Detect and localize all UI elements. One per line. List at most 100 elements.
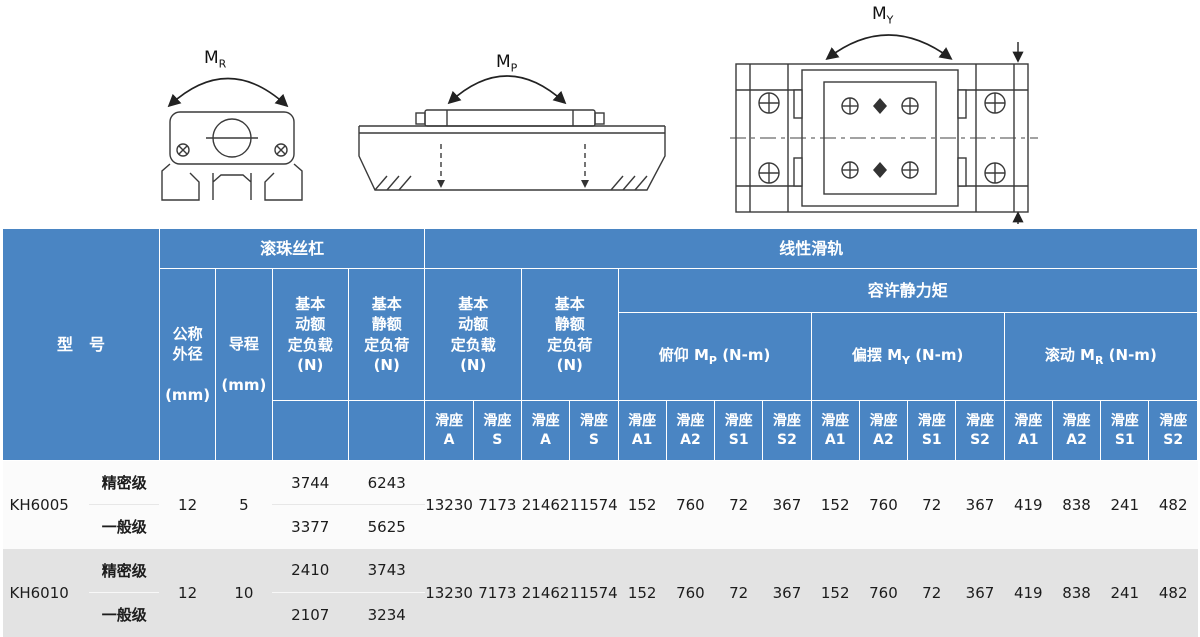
value-cell: 482 — [1148, 548, 1198, 637]
table-row: KH6005 精密级 12 5 3744 6243 13230 7173 214… — [2, 460, 1198, 549]
slider-col-header: 滑座 A1 — [810, 400, 860, 461]
value-cell: 5 — [215, 460, 273, 549]
value-cell: 419 — [1004, 460, 1053, 549]
grade-cell: 精密级 — [89, 460, 160, 505]
diamond-mark-icon — [873, 98, 887, 114]
grade-cell: 一般级 — [89, 592, 160, 637]
col-group-roll-moment: 滚动 MR (N-m) — [1003, 312, 1199, 401]
col-header-bs-dynamic-load: 基本 动额 定负载 (N) — [271, 268, 349, 401]
grade-cell: 精密级 — [89, 548, 160, 593]
slider-col-header: 滑座 A2 — [858, 400, 909, 461]
col-group-pitch-moment: 俯仰 MP (N-m) — [617, 312, 812, 401]
mr-label-main: M — [204, 48, 219, 68]
value-cell: 367 — [955, 460, 1005, 549]
value-cell: 2410 — [272, 548, 349, 593]
slider-col-header: 滑座 S2 — [1148, 400, 1198, 461]
value-cell: 419 — [1004, 548, 1053, 637]
pitch-moment-unit: (N-m) — [716, 345, 771, 364]
table-row: 一般级 2107 3234 — [3, 592, 1198, 637]
mr-label-sub: R — [218, 57, 227, 71]
mp-label-main: M — [496, 52, 511, 72]
my-label-sub: Y — [886, 13, 894, 27]
slider-col-header: 滑座 S1 — [907, 400, 957, 461]
value-cell: 152 — [811, 548, 860, 637]
value-cell: 760 — [859, 548, 908, 637]
value-cell: 367 — [955, 548, 1005, 637]
roll-moment-unit: (N-m) — [1103, 345, 1157, 364]
value-cell: 7173 — [473, 548, 522, 637]
value-cell: 72 — [907, 460, 956, 549]
value-cell: 72 — [714, 548, 763, 637]
slider-col-header: 滑座 S2 — [762, 400, 812, 461]
col-header-lead: 导程 (mm) — [215, 268, 273, 461]
group-header-linear-guide: 线性滑轨 — [424, 228, 1198, 269]
mr-moment-label: MR — [204, 48, 227, 71]
mount-mark-icon — [581, 180, 589, 188]
mount-mark-icon — [437, 180, 445, 188]
value-cell: 10 — [215, 548, 273, 637]
my-moment-label: MY — [872, 4, 894, 27]
my-label-main: M — [872, 4, 887, 24]
col-header-bs-static-load: 基本 静额 定负荷 (N) — [347, 268, 426, 401]
group-header-ball-screw: 滚珠丝杠 — [158, 228, 426, 269]
value-cell: 3234 — [348, 592, 425, 637]
carriage-front-outline — [161, 111, 303, 201]
table-row: KH6010 精密级 12 10 2410 3743 13230 7173 21… — [2, 548, 1198, 637]
value-cell: 838 — [1052, 548, 1101, 637]
rail-side-outline — [358, 109, 666, 191]
value-cell: 482 — [1148, 460, 1198, 549]
value-cell: 11574 — [569, 548, 618, 637]
slider-col-header: 滑座 A — [520, 400, 571, 461]
side-view-diagram — [358, 75, 666, 191]
value-cell: 72 — [907, 548, 956, 637]
mp-label-sub: P — [510, 61, 518, 75]
slider-col-header: 滑座 S2 — [955, 400, 1005, 461]
col-header-lg-static-load: 基本 静额 定负荷 (N) — [520, 268, 619, 401]
slider-col-header: 滑座 A2 — [1051, 400, 1102, 461]
diagram-area: MR MP MY — [0, 0, 1200, 228]
empty-header-cell — [271, 400, 349, 461]
slider-col-header: 滑座 A2 — [665, 400, 716, 461]
pitch-moment-text: 俯仰 M — [658, 345, 709, 364]
group-header-static-moment: 容许静力矩 — [617, 268, 1198, 313]
mp-rotation-arrow — [447, 75, 567, 105]
value-cell: 13230 — [424, 548, 474, 637]
slider-col-header: 滑座 S1 — [1100, 400, 1150, 461]
value-cell: 5625 — [348, 504, 425, 549]
value-cell: 760 — [859, 460, 908, 549]
model-cell: KH6005 — [2, 460, 89, 549]
slider-col-header: 滑座 S — [472, 400, 522, 461]
value-cell: 7173 — [473, 460, 522, 549]
slider-col-header: 滑座 A1 — [1003, 400, 1053, 461]
roll-moment-text: 滚动 M — [1044, 345, 1095, 364]
roll-moment-sub: R — [1094, 353, 1104, 367]
value-cell: 2107 — [272, 592, 349, 637]
spec-table: 型 号 滚珠丝杠 线性滑轨 公称 外径 (mm) 导程 (mm) 基本 动额 定… — [2, 228, 1199, 637]
slider-col-header: 滑座 S1 — [714, 400, 764, 461]
row-group-kh6005: KH6005 精密级 12 5 3744 6243 13230 7173 214… — [2, 460, 1198, 549]
yaw-moment-sub: Y — [902, 353, 910, 367]
value-cell: 11574 — [569, 460, 618, 549]
value-cell: 12 — [159, 548, 216, 637]
slider-col-header: 滑座 A — [424, 400, 474, 461]
value-cell: 152 — [618, 460, 667, 549]
pitch-moment-sub: P — [708, 353, 717, 367]
slider-col-header: 滑座 S — [569, 400, 619, 461]
value-cell: 838 — [1052, 460, 1101, 549]
value-cell: 3744 — [272, 460, 349, 505]
value-cell: 760 — [666, 460, 715, 549]
front-view-diagram — [161, 77, 303, 201]
mr-rotation-arrow — [167, 77, 289, 108]
value-cell: 241 — [1100, 548, 1149, 637]
value-cell: 72 — [714, 460, 763, 549]
value-cell: 6243 — [348, 460, 425, 505]
slider-col-header: 滑座 A1 — [617, 400, 667, 461]
yaw-moment-text: 偏摆 M — [851, 345, 903, 364]
value-cell: 367 — [762, 460, 812, 549]
value-cell: 21462 — [521, 460, 570, 549]
col-header-model: 型 号 — [2, 228, 160, 461]
yaw-moment-unit: (N-m) — [909, 345, 964, 364]
value-cell: 152 — [618, 548, 667, 637]
table-row: 一般级 3377 5625 — [3, 504, 1198, 549]
col-group-yaw-moment: 偏摆 MY (N-m) — [810, 312, 1005, 401]
